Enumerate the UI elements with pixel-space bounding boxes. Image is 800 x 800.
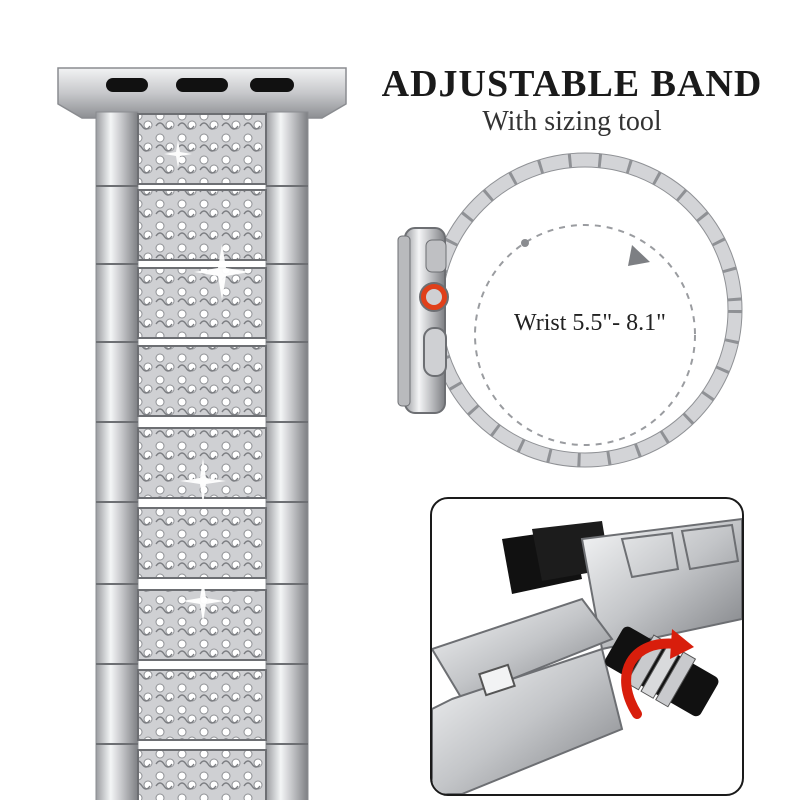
watch-fit-diagram: [397, 152, 743, 468]
headline-subtitle: With sizing tool: [482, 106, 662, 137]
watch-band-strap: [57, 67, 347, 800]
clasp-illustration: [432, 517, 742, 794]
clasp-detail-inset: [430, 497, 744, 796]
wrist-size-label: Wrist 5.5"- 8.1": [514, 310, 666, 336]
headline-title: ADJUSTABLE BAND: [381, 63, 763, 105]
